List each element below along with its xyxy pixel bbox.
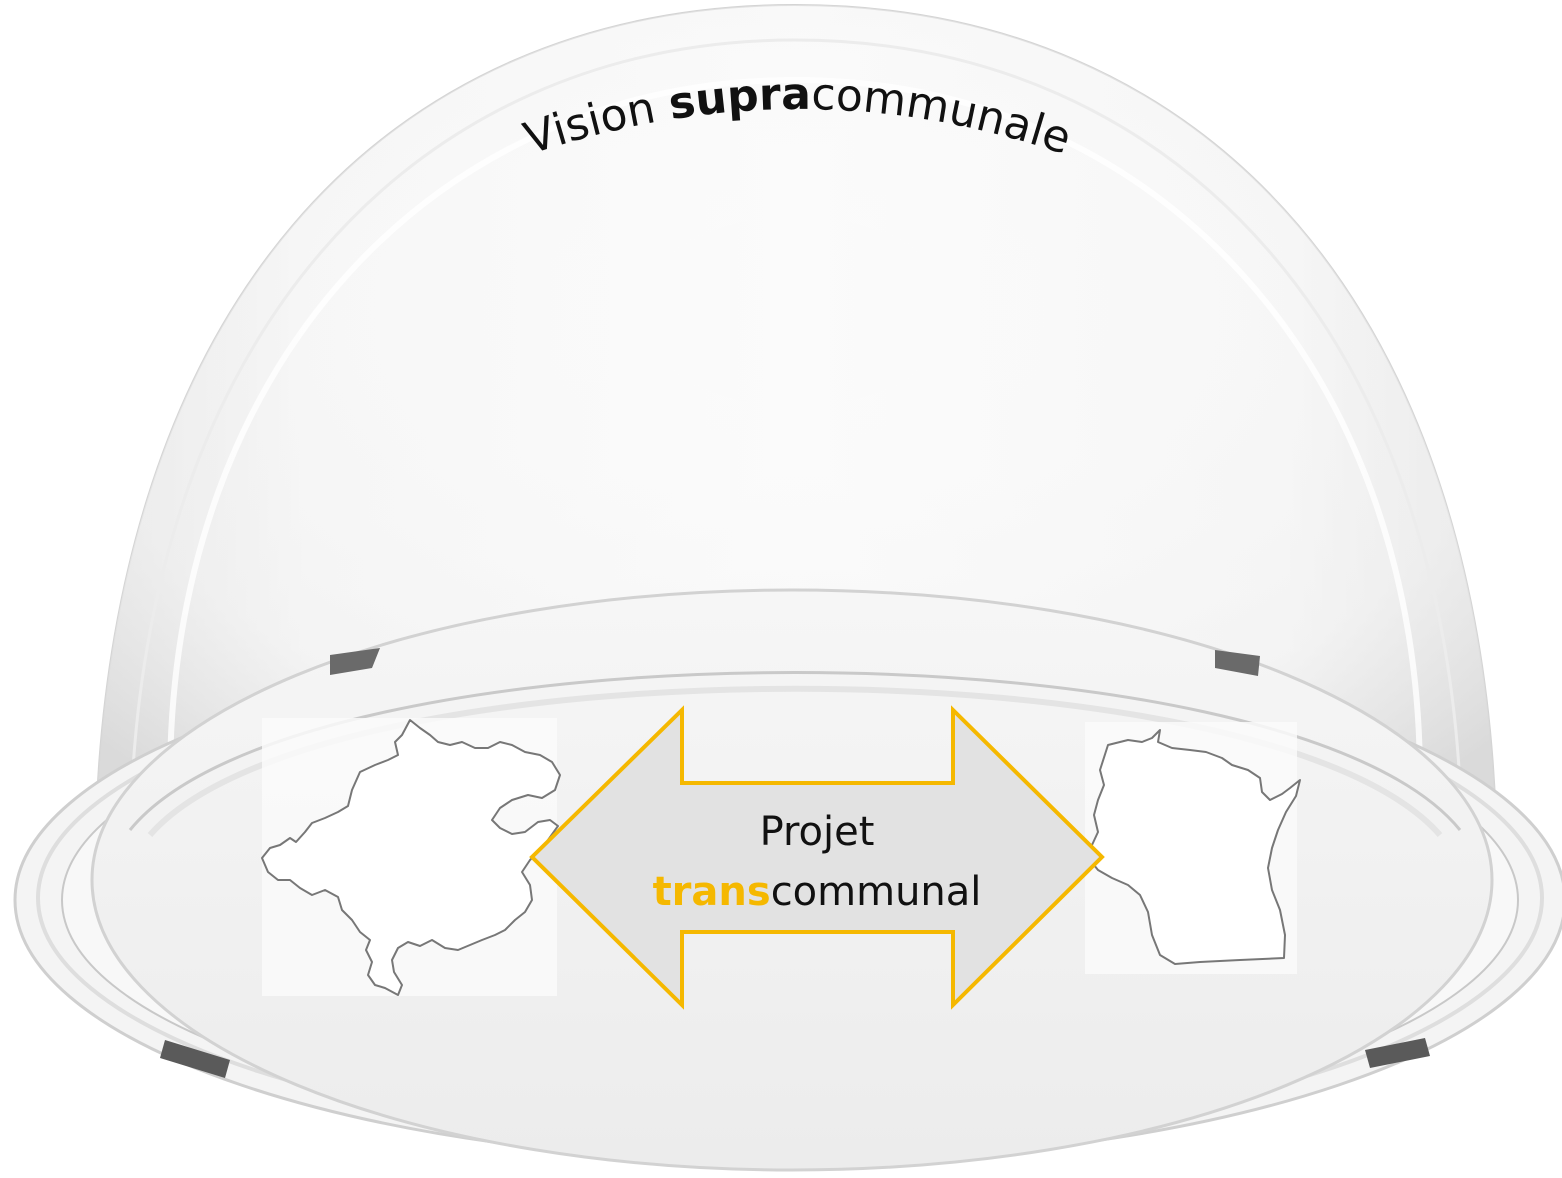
transcommunal-double-arrow: Projet transcommunal [529, 705, 1105, 1010]
left-region-outline [261, 719, 561, 996]
ring-notch-right-front [1365, 1038, 1430, 1068]
right-region-map [1085, 722, 1301, 974]
dome-highlight [167, 76, 1423, 781]
ring-notch-right-back [1215, 650, 1260, 676]
dome-inner-rim [128, 38, 1464, 861]
project-label: Projet [760, 809, 875, 855]
trans-highlight: trans [653, 869, 771, 915]
ring-notch-left-front [160, 1040, 230, 1078]
transcommunal-label: transcommunal [653, 869, 982, 915]
ring-notch-left-back [330, 648, 380, 675]
communal-text: communal [771, 869, 982, 915]
left-region-map [261, 718, 561, 996]
vision-bold-prefix: supra [665, 69, 811, 130]
floor-back-edge [128, 671, 1462, 831]
double-arrow-shape [529, 705, 1105, 1010]
